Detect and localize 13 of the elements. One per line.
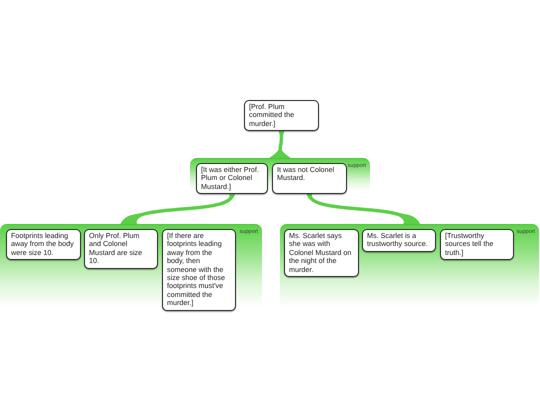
- statement-box: [162, 229, 236, 311]
- statement-box: [6, 229, 81, 260]
- statement-box: [272, 163, 347, 194]
- statement-box: [284, 229, 359, 278]
- support-group-band: [190, 158, 370, 194]
- support-connector: [306, 194, 420, 224]
- statement-box: [440, 229, 514, 260]
- statement-box: [244, 100, 319, 132]
- statement-box: [84, 229, 158, 269]
- statement-box: [362, 229, 436, 252]
- support-connector: [269, 131, 291, 158]
- statement-box: [196, 163, 268, 194]
- support-connector: [120, 194, 235, 225]
